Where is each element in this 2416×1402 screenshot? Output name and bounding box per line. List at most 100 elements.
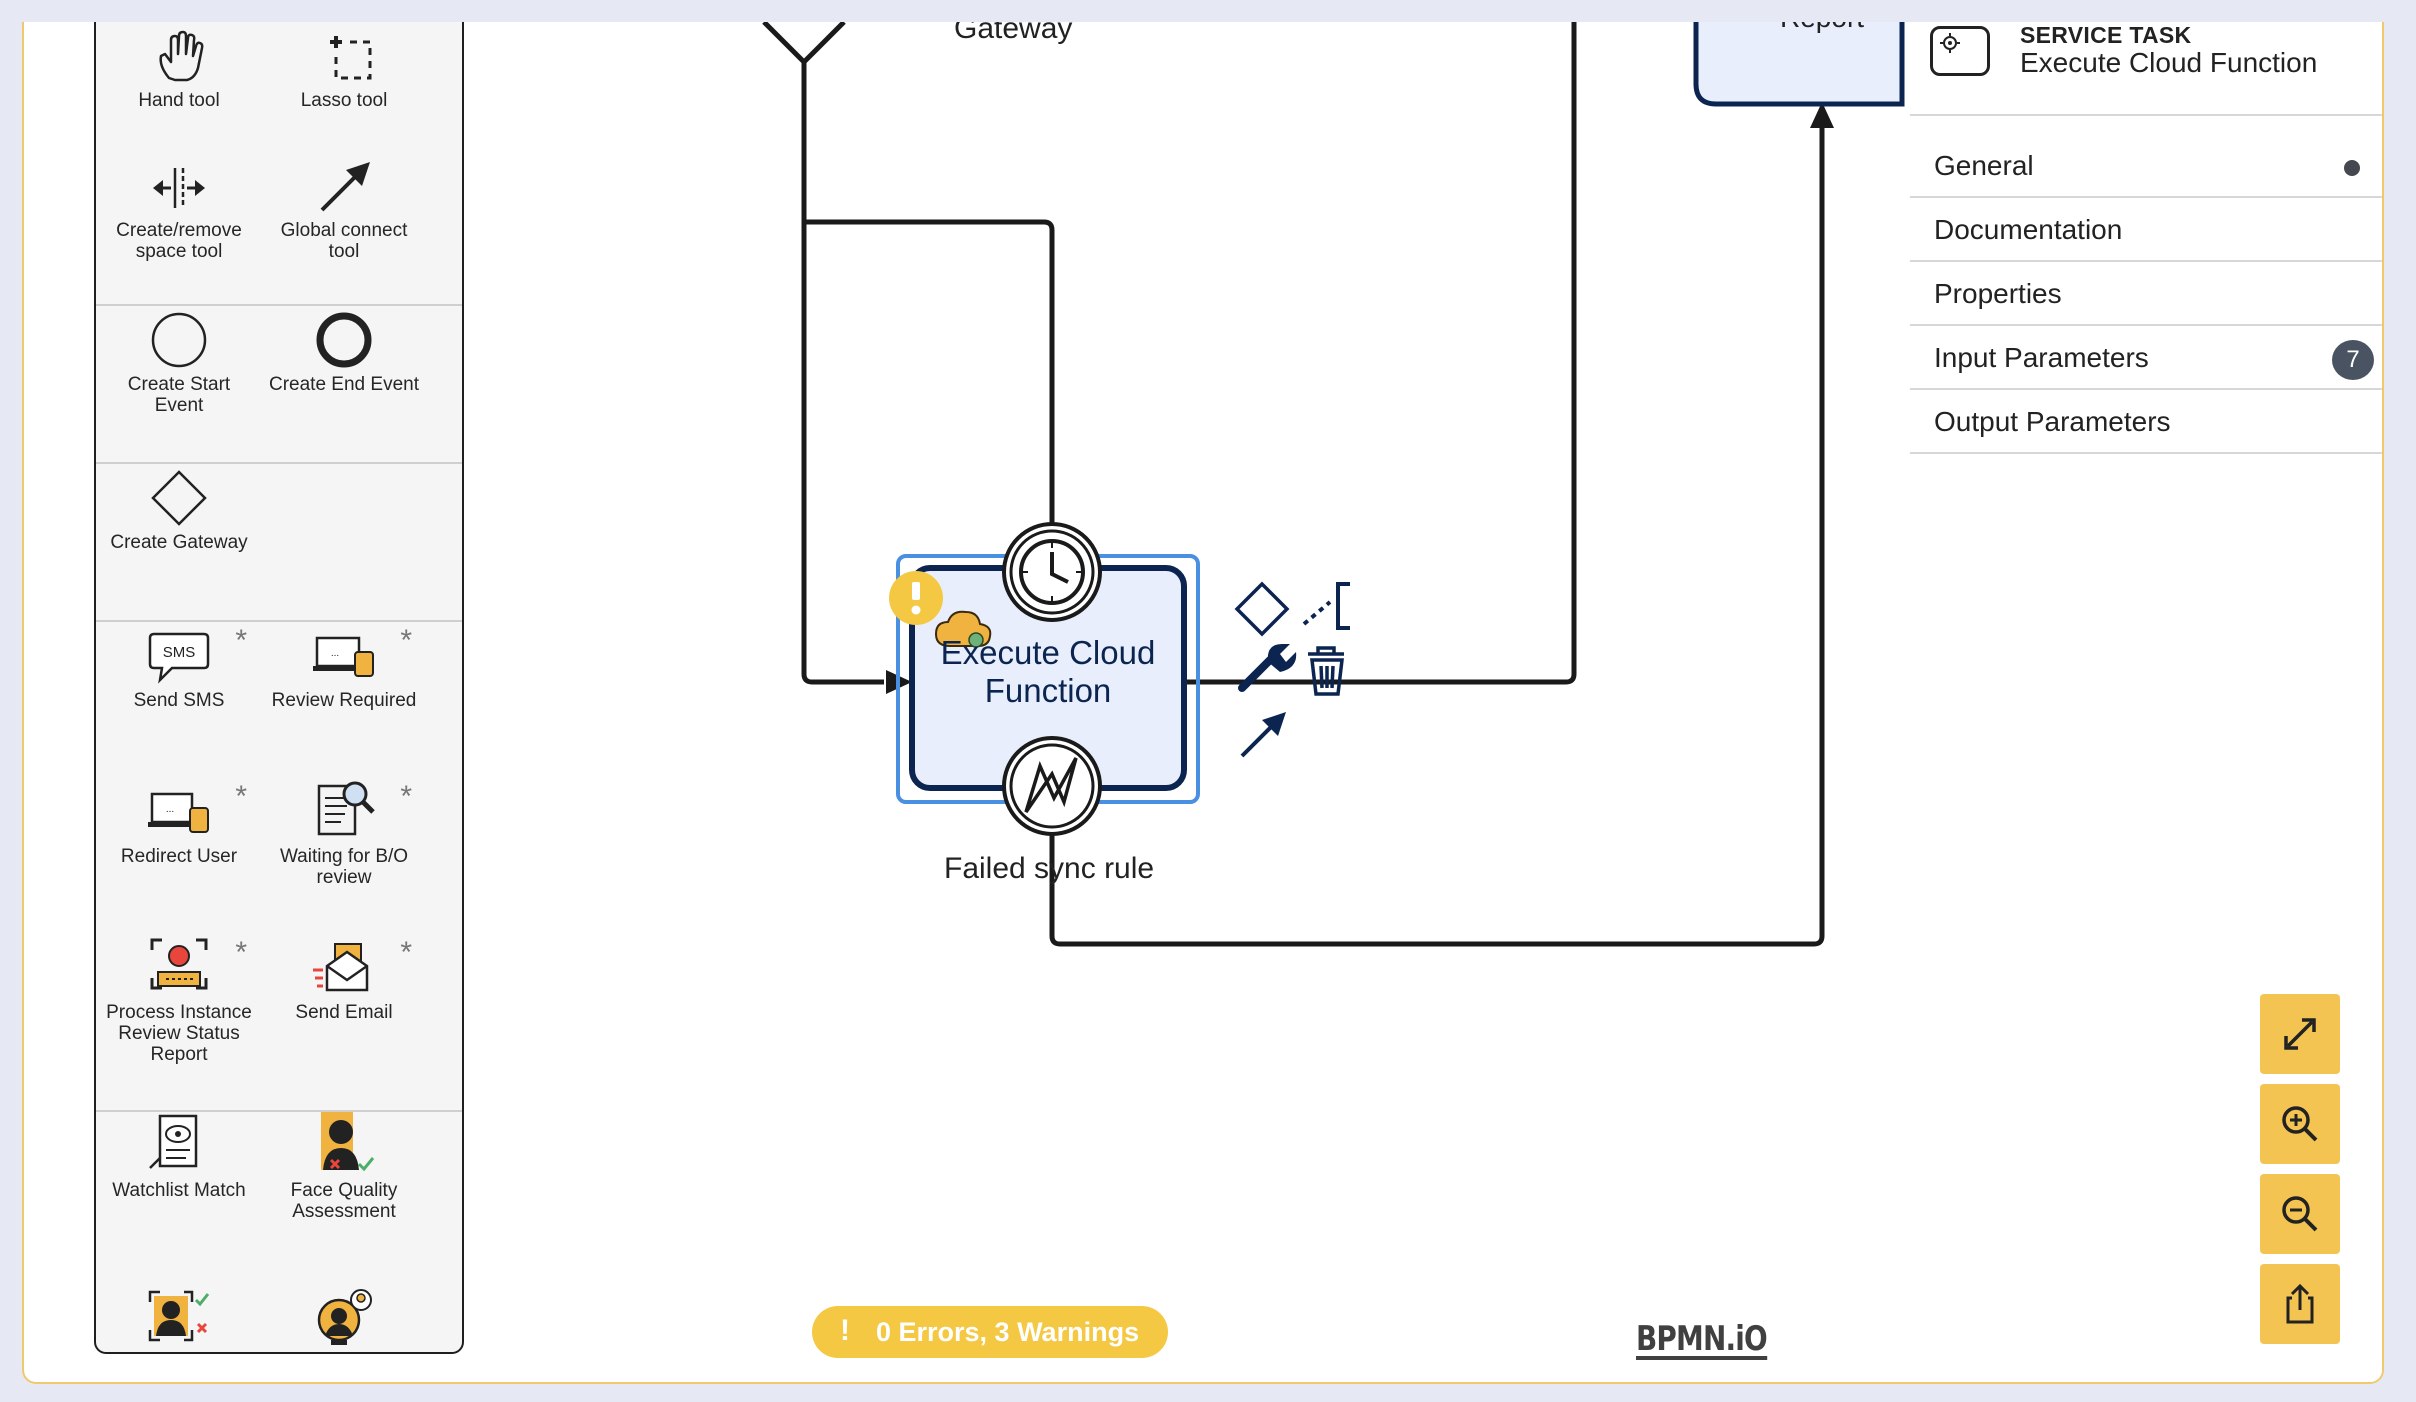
template-marker: * — [235, 780, 247, 813]
app-frame: Gateway Report Execute Cloud Function Fa… — [22, 22, 2384, 1384]
sequence-flow-loop[interactable] — [804, 219, 1055, 547]
palette-label: Lasso tool — [300, 90, 388, 111]
cloud-function-icon — [934, 610, 992, 648]
palette-group-custom-tasks: SMS Send SMS * ... Review Required * ... — [96, 622, 462, 1112]
review-icon: ... — [311, 622, 377, 684]
palette-label: Waiting for B/O review — [279, 846, 409, 888]
face-quality-icon — [311, 1112, 377, 1174]
palette-group-tools: Hand tool Lasso tool Create/remove space… — [96, 22, 462, 306]
palette-group-face-tasks: Watchlist Match Face Quality Assessment — [96, 1112, 462, 1352]
template-marker: * — [235, 624, 247, 657]
watchlist-match-entry[interactable]: Watchlist Match — [97, 1112, 261, 1284]
timer-boundary-event[interactable] — [1002, 522, 1102, 622]
email-icon — [311, 934, 377, 996]
delete-trash-icon[interactable] — [1308, 646, 1344, 696]
warning-marker-icon[interactable] — [889, 571, 943, 625]
append-text-annotation-icon[interactable] — [1302, 582, 1350, 630]
palette-label: Process Instance Review Status Report — [106, 1002, 252, 1065]
sms-icon: SMS — [146, 622, 212, 684]
face-quality-entry[interactable]: Face Quality Assessment — [262, 1112, 426, 1284]
create-gateway-entry[interactable]: Create Gateway — [97, 464, 261, 614]
svg-text:SMS: SMS — [163, 644, 196, 661]
svg-text:...: ... — [331, 648, 339, 659]
group-documentation[interactable]: Documentation — [1910, 200, 2382, 262]
report-task-shape[interactable] — [1693, 22, 1905, 107]
palette-label: Redirect User — [120, 846, 238, 867]
append-gateway-icon[interactable] — [1234, 581, 1290, 637]
sequence-flow-task-to-end[interactable] — [1184, 22, 1577, 685]
fullscreen-button[interactable] — [2260, 994, 2340, 1074]
palette-label: Global connect tool — [280, 220, 408, 262]
template-marker: * — [235, 936, 247, 969]
redirect-user-entry[interactable]: ... Redirect User * — [97, 778, 261, 934]
element-name-label: Execute Cloud Function — [2020, 47, 2318, 78]
connect-arrow-icon — [314, 152, 374, 214]
linting-summary: 0 Errors, 3 Warnings — [876, 1317, 1140, 1347]
context-pad — [1234, 581, 1350, 758]
sequence-flow-gateway-to-task[interactable] — [801, 62, 884, 685]
gateway-icon — [149, 464, 209, 526]
task-label-line-1: Execute Cloud — [940, 634, 1156, 671]
palette-label: Create Start Event — [127, 374, 231, 416]
space-tool-entry[interactable]: Create/remove space tool — [97, 152, 261, 302]
service-task-label: Execute Cloud Function — [912, 634, 1184, 710]
element-type-label: SERVICE TASK — [2020, 22, 2192, 48]
boundary-event-label: Failed sync rule — [944, 852, 1155, 885]
face-check-icon — [146, 1284, 212, 1346]
gateway-label: Gateway — [954, 22, 1073, 45]
create-start-event-entry[interactable]: Create Start Event — [97, 306, 261, 456]
document-search-icon — [311, 778, 377, 840]
lasso-icon — [314, 22, 374, 84]
hand-icon — [151, 22, 207, 84]
gateway-shape[interactable] — [762, 22, 846, 66]
group-properties[interactable]: Properties — [1910, 264, 2382, 326]
tool-palette: Hand tool Lasso tool Create/remove space… — [94, 22, 464, 1354]
zoom-out-button[interactable] — [2260, 1174, 2340, 1254]
palette-label: Send SMS — [133, 690, 225, 711]
end-event-icon — [314, 306, 374, 368]
linting-status-button[interactable]: ! 0 Errors, 3 Warnings — [812, 1306, 1168, 1358]
export-button[interactable] — [2260, 1264, 2340, 1344]
group-label: Properties — [1934, 278, 2062, 309]
diagram-canvas[interactable] — [24, 22, 2382, 1382]
report-task-label: Report — [1780, 22, 1864, 34]
palette-group-gateway: Create Gateway — [96, 464, 462, 622]
zoom-in-button[interactable] — [2260, 1084, 2340, 1164]
send-sms-entry[interactable]: SMS Send SMS * — [97, 622, 261, 778]
palette-label: Create End Event — [269, 374, 419, 395]
template-marker: * — [400, 780, 412, 813]
svg-text:...: ... — [166, 804, 174, 815]
send-email-entry[interactable]: Send Email * — [262, 934, 426, 1108]
start-event-icon — [149, 306, 209, 368]
hand-tool-entry[interactable]: Hand tool — [97, 22, 261, 152]
zoom-out-icon — [2282, 1196, 2318, 1232]
palette-label: Hand tool — [138, 90, 220, 111]
changed-indicator-icon — [2344, 160, 2360, 176]
palette-label: Face Quality Assessment — [290, 1180, 398, 1222]
group-output-parameters[interactable]: Output Parameters — [1910, 392, 2382, 454]
bpmn-io-logo[interactable]: BPMN.iO — [1636, 1319, 1768, 1360]
palette-label: Watchlist Match — [112, 1180, 246, 1201]
properties-panel: SERVICE TASK Execute Cloud Function Gene… — [1910, 22, 2382, 1382]
warning-icon: ! — [840, 1314, 850, 1347]
error-boundary-event[interactable] — [1002, 736, 1102, 836]
review-required-entry[interactable]: ... Review Required * — [262, 622, 426, 778]
template-marker: * — [400, 624, 412, 657]
change-type-wrench-icon[interactable] — [1238, 644, 1297, 692]
waiting-review-entry[interactable]: Waiting for B/O review * — [262, 778, 426, 934]
group-general[interactable]: General — [1910, 136, 2382, 198]
task-label-line-2: Function — [984, 672, 1112, 709]
sequence-flow-boundary-to-report[interactable] — [1049, 126, 1825, 947]
person-badge-entry[interactable] — [262, 1284, 426, 1352]
palette-label: Create/remove space tool — [116, 220, 242, 262]
palette-label: Send Email — [295, 1002, 393, 1023]
global-connect-entry[interactable]: Global connect tool — [262, 152, 426, 302]
create-end-event-entry[interactable]: Create End Event — [262, 306, 426, 456]
connect-arrow-icon[interactable] — [1240, 712, 1286, 758]
lasso-tool-entry[interactable]: Lasso tool — [262, 22, 426, 152]
process-review-report-entry[interactable]: Process Instance Review Status Report * — [97, 934, 261, 1108]
watchlist-icon — [146, 1112, 212, 1174]
person-badge-icon — [311, 1284, 377, 1346]
face-check-entry[interactable] — [97, 1284, 261, 1352]
group-input-parameters[interactable]: Input Parameters 7 — [1910, 328, 2382, 390]
